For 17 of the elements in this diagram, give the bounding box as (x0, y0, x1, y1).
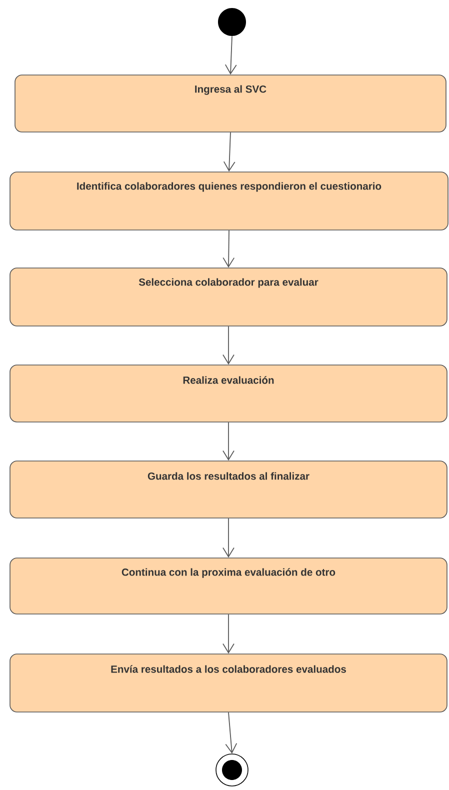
end-circle (216, 754, 248, 786)
arrow (224, 36, 237, 75)
arrow (225, 712, 238, 754)
action-box: Identifica colaboradores quienes respondieron el cuestionario (10, 172, 448, 230)
action-box: Ingresa al SVC (14, 74, 446, 132)
arrow (222, 518, 234, 558)
arrow (222, 230, 235, 268)
action-box: Envía resultados a los colaboradores evaluados (10, 654, 448, 712)
action-box: Selecciona colaborador para evaluar (10, 268, 448, 326)
action-box: Guarda los resultados al finalizar (10, 460, 448, 518)
arrow (222, 422, 234, 461)
action-box: Continua con la proxima evaluación de otro (10, 558, 448, 614)
start-circle (218, 8, 246, 36)
arrow (222, 614, 234, 654)
arrow (223, 132, 236, 172)
arrow (222, 326, 234, 365)
action-box: Realiza evaluación (10, 364, 448, 422)
